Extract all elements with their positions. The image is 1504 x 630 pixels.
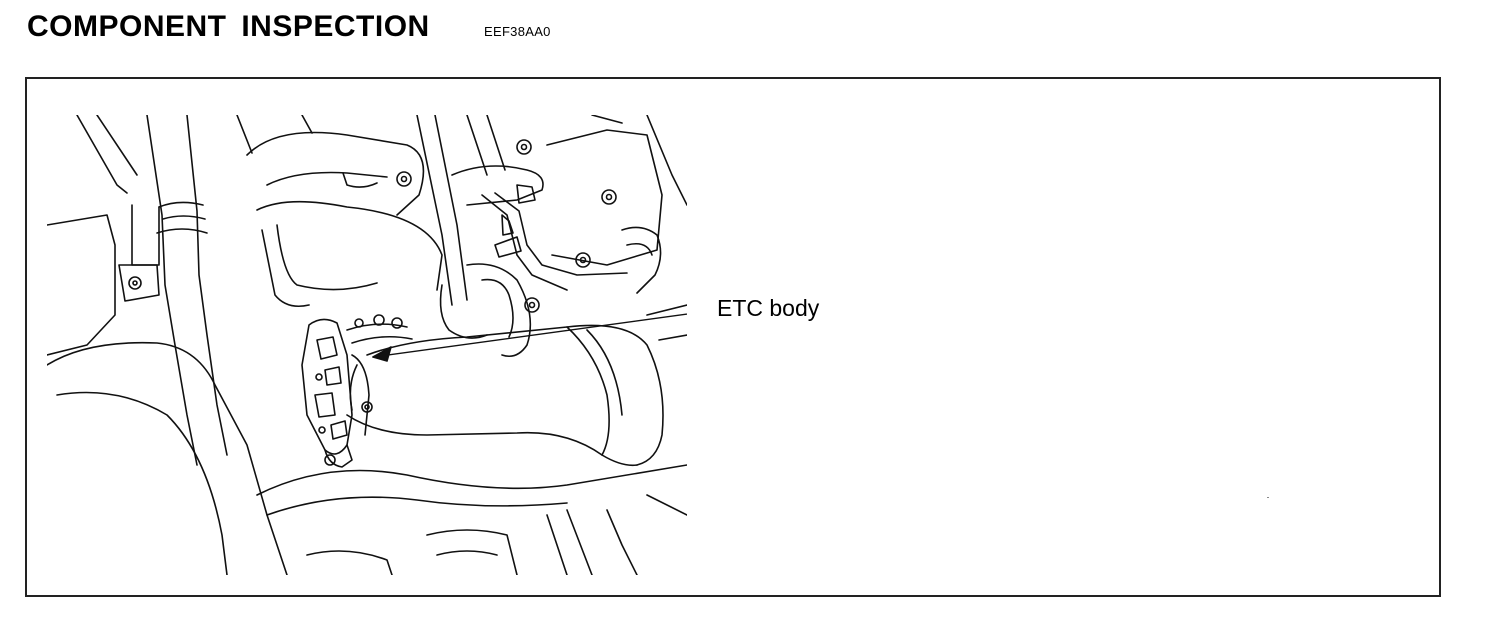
callout-label-etc-body: ETC body xyxy=(717,295,820,321)
scan-speck xyxy=(1267,497,1269,498)
page-title: COMPONENT INSPECTION xyxy=(27,10,430,43)
document-code: EEF38AA0 xyxy=(484,24,551,39)
figure-frame: ETC body xyxy=(25,77,1441,597)
engine-bay-illustration xyxy=(47,115,687,575)
